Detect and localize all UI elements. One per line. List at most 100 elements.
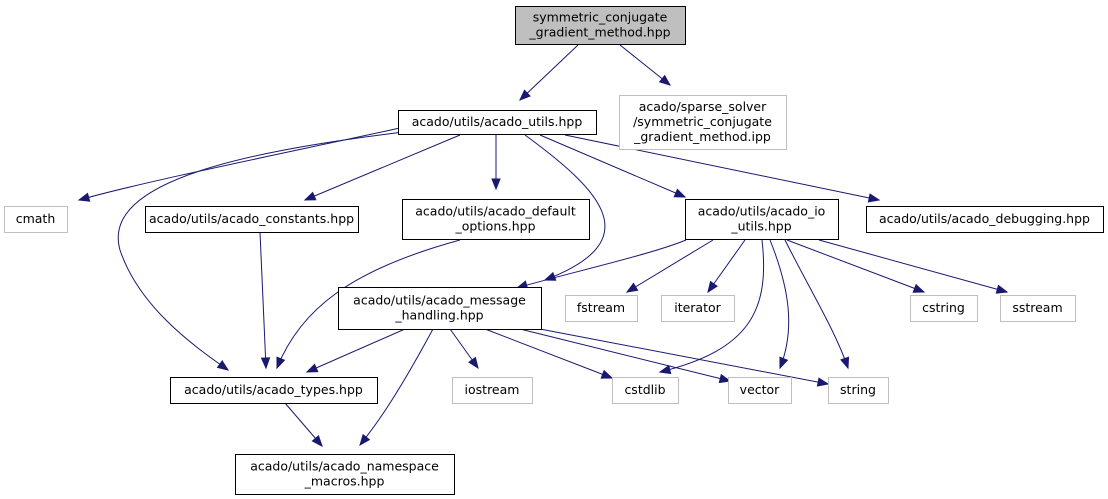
arrowhead-icon bbox=[260, 357, 271, 370]
edge-io-vector bbox=[769, 239, 790, 370]
arrowhead-icon bbox=[311, 434, 323, 448]
node-vector[interactable]: vector bbox=[728, 377, 792, 404]
node-label: acado/utils/acado_constants.hpp bbox=[149, 211, 354, 226]
node-box bbox=[4, 206, 68, 233]
node-box bbox=[661, 295, 735, 322]
arrowhead-icon bbox=[600, 369, 614, 379]
node-label: symmetric_conjugate bbox=[533, 10, 668, 25]
nodes: symmetric_conjugate_gradient_method.hppa… bbox=[4, 6, 1104, 495]
arrowhead-icon bbox=[359, 433, 371, 447]
node-cstring[interactable]: cstring bbox=[910, 295, 978, 322]
arrowhead-icon bbox=[216, 360, 230, 371]
node-debugging[interactable]: acado/utils/acado_debugging.hpp bbox=[866, 206, 1104, 233]
edge-line bbox=[117, 129, 421, 371]
edge-defopts-types bbox=[276, 239, 461, 370]
edge-msg-vector bbox=[519, 328, 732, 384]
edge-utils-cmath bbox=[77, 127, 401, 202]
edge-msg-cstdlib bbox=[484, 328, 614, 379]
arrowhead-icon bbox=[658, 74, 672, 86]
node-label: acado/utils/acado_types.hpp bbox=[184, 382, 363, 397]
node-string[interactable]: string bbox=[828, 377, 889, 404]
arrowhead-icon bbox=[718, 373, 732, 384]
edge-line bbox=[769, 239, 790, 369]
edge-root-ipp bbox=[619, 44, 672, 86]
node-sstream[interactable]: sstream bbox=[1000, 295, 1076, 322]
node-label: _utils.hpp bbox=[730, 219, 791, 234]
edge-io-iterator bbox=[707, 239, 746, 294]
edge-utils-defopts bbox=[491, 135, 501, 191]
node-label: cmath bbox=[16, 211, 56, 226]
edge-line bbox=[539, 134, 686, 198]
node-box bbox=[170, 377, 378, 404]
node-label: vector bbox=[740, 382, 781, 397]
node-ipp[interactable]: acado/sparse_solver/symmetric_conjugate_… bbox=[619, 95, 787, 150]
edge-line bbox=[276, 239, 461, 369]
node-box bbox=[685, 199, 839, 240]
node-root[interactable]: symmetric_conjugate_gradient_method.hpp bbox=[515, 6, 686, 45]
edge-io-cstdlib bbox=[658, 239, 765, 375]
node-constants[interactable]: acado/utils/acado_constants.hpp bbox=[145, 206, 359, 233]
arrowhead-icon bbox=[303, 191, 317, 201]
node-box bbox=[452, 377, 533, 404]
node-label: _handling.hpp bbox=[394, 308, 483, 323]
arrowhead-icon bbox=[77, 192, 91, 202]
node-utils[interactable]: acado/utils/acado_utils.hpp bbox=[398, 110, 597, 135]
edge-io-msg bbox=[515, 239, 687, 290]
node-iostream[interactable]: iostream bbox=[452, 377, 533, 404]
arrowhead-icon bbox=[625, 282, 639, 293]
node-box bbox=[828, 377, 889, 404]
node-types[interactable]: acado/utils/acado_types.hpp bbox=[170, 377, 378, 404]
node-box bbox=[612, 377, 679, 404]
node-label: _gradient_method.hpp bbox=[528, 25, 670, 40]
node-box bbox=[619, 95, 787, 150]
edge-line bbox=[519, 44, 579, 101]
arrowhead-icon bbox=[305, 363, 319, 373]
node-cstdlib[interactable]: cstdlib bbox=[612, 377, 679, 404]
edge-io-string bbox=[784, 239, 850, 370]
edge-msg-types bbox=[305, 328, 406, 373]
node-msg[interactable]: acado/utils/acado_message_handling.hpp bbox=[338, 287, 542, 330]
arrowhead-icon bbox=[779, 356, 789, 370]
edge-line bbox=[484, 328, 613, 379]
node-label: /symmetric_conjugate bbox=[633, 114, 772, 129]
edge-line bbox=[516, 239, 687, 289]
node-box bbox=[145, 206, 359, 233]
node-box bbox=[235, 454, 455, 495]
node-box bbox=[565, 295, 638, 322]
edge-types-nsmacros bbox=[284, 402, 323, 448]
node-label: acado/sparse_solver bbox=[639, 99, 767, 114]
node-box bbox=[910, 295, 978, 322]
arrowhead-icon bbox=[840, 356, 850, 370]
node-box bbox=[398, 110, 597, 135]
arrowhead-icon bbox=[491, 178, 501, 191]
arrowhead-icon bbox=[673, 188, 687, 198]
edge-line bbox=[539, 328, 829, 385]
arrowhead-icon bbox=[816, 377, 830, 387]
node-io[interactable]: acado/utils/acado_io_utils.hpp bbox=[685, 199, 839, 240]
arrowhead-icon bbox=[519, 89, 531, 101]
arrowhead-icon bbox=[658, 364, 672, 375]
edge-utils-constants bbox=[303, 134, 461, 201]
node-defopts[interactable]: acado/utils/acado_default_options.hpp bbox=[402, 199, 590, 240]
node-fstream[interactable]: fstream bbox=[565, 295, 638, 322]
edge-utils-io bbox=[539, 134, 687, 198]
edge-line bbox=[78, 127, 401, 201]
node-label: acado/utils/acado_message bbox=[353, 293, 526, 308]
node-label: iterator bbox=[674, 300, 721, 315]
node-box bbox=[402, 199, 590, 240]
arrowhead-icon bbox=[995, 284, 1009, 294]
edge-line bbox=[259, 231, 267, 369]
edge-msg-iostream bbox=[449, 328, 479, 370]
edge-constants-types bbox=[259, 231, 271, 370]
arrowhead-icon bbox=[276, 356, 286, 370]
node-label: cstring bbox=[922, 300, 965, 315]
edge-io-cstring bbox=[786, 239, 926, 293]
node-label: acado/utils/acado_default bbox=[415, 204, 576, 219]
edges bbox=[77, 44, 1009, 448]
edge-io-fstream bbox=[625, 239, 714, 293]
node-cmath[interactable]: cmath bbox=[4, 206, 68, 233]
node-iterator[interactable]: iterator bbox=[661, 295, 735, 322]
node-label: iostream bbox=[465, 382, 520, 397]
node-nsmacros[interactable]: acado/utils/acado_namespace_macros.hpp bbox=[235, 454, 455, 495]
